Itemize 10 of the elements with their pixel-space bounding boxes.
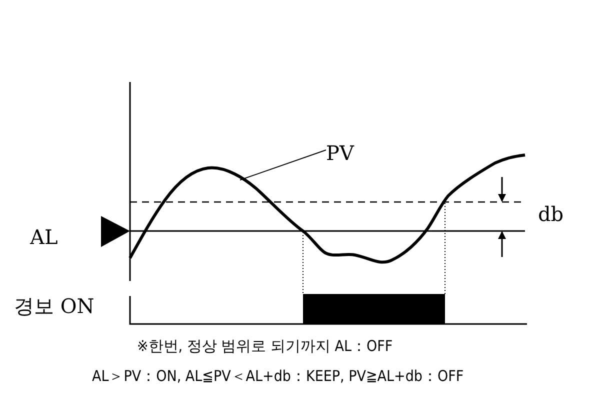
- signal-label: 경보 ON: [14, 295, 94, 317]
- curve-label: PV: [326, 142, 354, 164]
- projection-line: [302, 232, 304, 294]
- level-label: AL: [30, 226, 58, 248]
- projection-line: [444, 202, 446, 294]
- level-label: db: [538, 203, 564, 225]
- leader-line: [240, 150, 326, 180]
- note-text: AL＞PV：ON, AL≦PV＜AL+db：KEEP, PV≧AL+db：OFF: [92, 367, 464, 385]
- note-text: ※한번, 정상 범위로 되기까지 AL：OFF: [137, 337, 393, 355]
- alarm-on-bar: [303, 294, 445, 324]
